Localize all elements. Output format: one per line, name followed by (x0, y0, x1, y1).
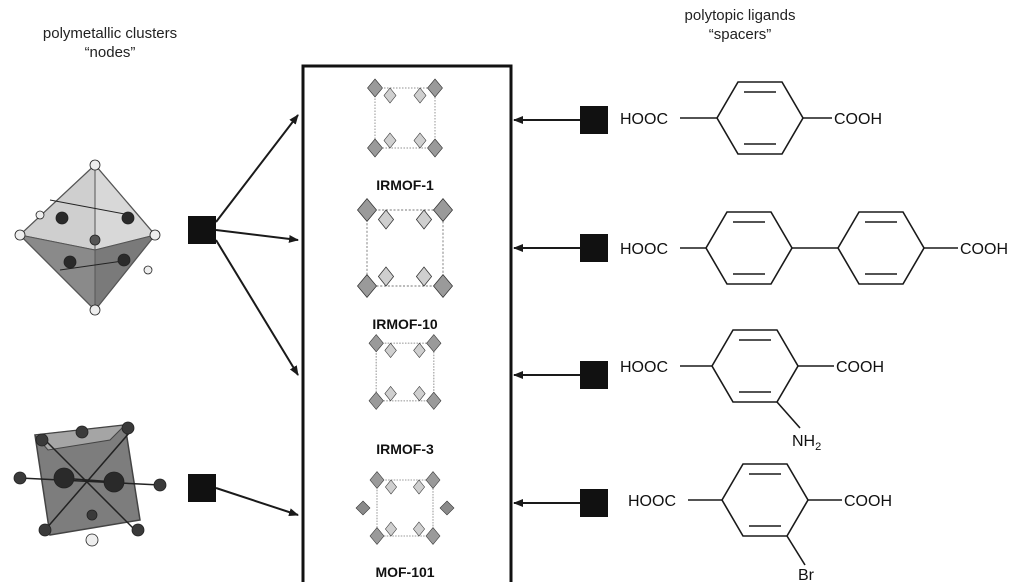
arrow-node-to-irmof1 (215, 114, 299, 223)
nodes-header-line2: “nodes” (84, 44, 136, 61)
ligand-3-substituent-subscript: 2 (815, 441, 821, 453)
ligand-2-right-group: COOH (960, 241, 1008, 258)
ligand-2-left-group: HOOC (620, 241, 668, 258)
irmof3-label: IRMOF-3 (376, 441, 434, 457)
ligand-4-substituent: Br (798, 567, 815, 582)
arrow-node-to-mof101 (215, 487, 299, 516)
spacers-header-line1: polytopic ligands (684, 7, 796, 24)
mof101-label: MOF-101 (375, 564, 435, 580)
octahedral-cluster-icon (14, 159, 161, 316)
ligand-3-structure (680, 329, 834, 429)
nodes-header-line1: polymetallic clusters (42, 25, 178, 42)
irmof10-label: IRMOF-10 (372, 316, 438, 332)
arrow-node-to-irmof10 (215, 229, 299, 243)
ligand-1-right-group: COOH (834, 111, 882, 128)
node-square-marker-1 (188, 216, 216, 244)
ligand-1-structure (680, 81, 832, 155)
ligand-4-left-group: HOOC (628, 493, 676, 510)
irmof10-structure-icon (356, 198, 454, 298)
nodes-header: polymetallic clusters “nodes” (10, 24, 210, 62)
ligand-1-left-group: HOOC (620, 111, 668, 128)
irmof1-label: IRMOF-1 (376, 177, 434, 193)
ligand-4-structure (688, 463, 842, 566)
arrow-node-to-irmof3 (215, 239, 299, 376)
ligand-square-marker-1 (580, 106, 608, 134)
frameworks-box (301, 64, 513, 582)
ligand-2-structure (680, 211, 958, 285)
ligand-3-right-group: COOH (836, 359, 884, 376)
ligand-arrows (513, 116, 580, 507)
ligand-3-substituent: NH2 (792, 433, 821, 453)
ligand-3-left-group: HOOC (620, 359, 668, 376)
node-arrows (215, 114, 299, 516)
spacers-header: polytopic ligands “spacers” (640, 6, 840, 44)
node-square-marker-2 (188, 474, 216, 502)
mof101-structure-icon (355, 471, 455, 545)
irmof3-structure-icon (368, 334, 442, 410)
ligand-square-marker-2 (580, 234, 608, 262)
irmof1-structure-icon (367, 78, 443, 158)
ligand-square-marker-3 (580, 361, 608, 389)
ligand-square-marker-4 (580, 489, 608, 517)
spacers-header-line2: “spacers” (708, 26, 772, 43)
ligand-4-right-group: COOH (844, 493, 892, 510)
paddlewheel-cluster-icon (13, 421, 167, 547)
